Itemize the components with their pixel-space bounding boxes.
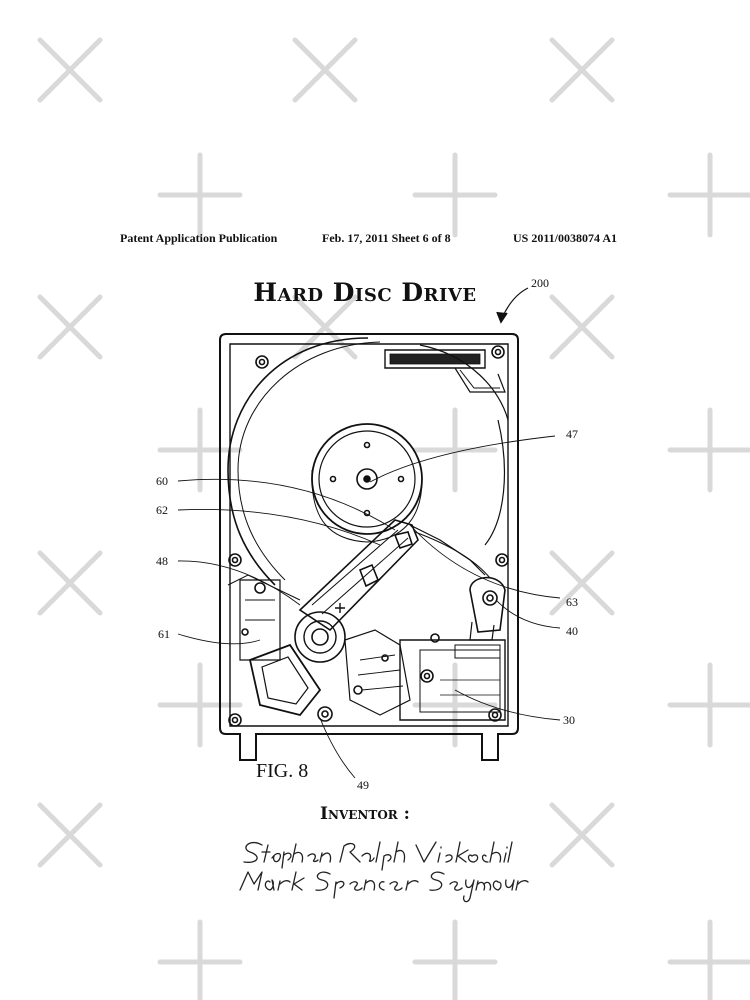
ref-62: 62 [156, 503, 168, 517]
ref-60: 60 [156, 474, 168, 488]
signature-stephen-ralph-viskochil [243, 841, 513, 871]
ref-40: 40 [566, 624, 578, 638]
figure-label: FIG. 8 [256, 760, 309, 782]
ref-61: 61 [158, 627, 170, 641]
ref-47: 47 [566, 427, 578, 441]
inventor-heading: Inventor : [320, 804, 410, 824]
header-publication-type: Patent Application Publication [120, 231, 278, 245]
header-date-sheet: Feb. 17, 2011 Sheet 6 of 8 [322, 231, 451, 245]
ref-48: 48 [156, 554, 168, 568]
drawing-title: Hard Disc Drive [253, 278, 477, 307]
signature-mark-spencer-seymour [239, 871, 529, 903]
patent-header: Patent Application Publication Feb. 17, … [0, 231, 750, 249]
header-patent-number: US 2011/0038074 A1 [513, 231, 618, 245]
ref-30: 30 [563, 713, 575, 727]
ref-63: 63 [566, 595, 578, 609]
ref-49: 49 [357, 778, 369, 792]
ref-200: 200 [531, 276, 549, 290]
